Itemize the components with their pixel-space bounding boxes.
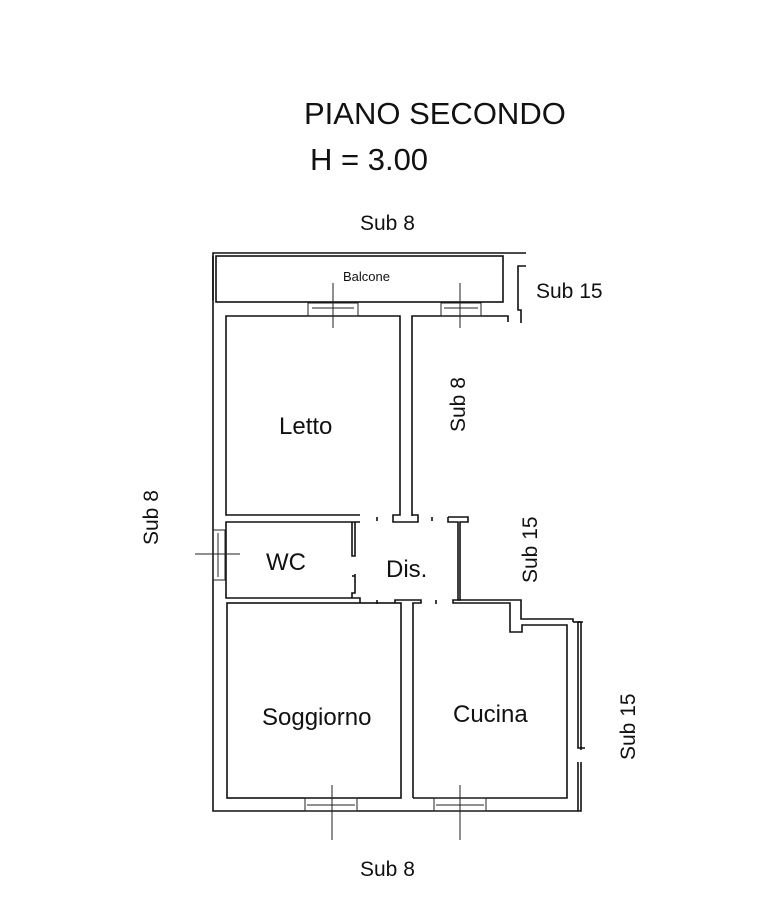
room-label-balcony: Balcone <box>343 269 390 284</box>
neighbor-label-top: Sub 8 <box>360 212 415 235</box>
windows <box>195 283 487 840</box>
balcony <box>215 255 504 303</box>
window <box>304 797 358 812</box>
height-label: H = 3.00 <box>310 142 428 177</box>
living-room <box>226 602 402 799</box>
room-label-living: Soggiorno <box>262 704 371 731</box>
neighbor-label-bottom: Sub 8 <box>360 858 415 881</box>
neighbor-label-inner-right: Sub 8 <box>447 377 470 432</box>
plan-title: PIANO SECONDO <box>304 96 566 131</box>
walls <box>212 252 585 812</box>
room-label-bedroom: Letto <box>279 413 332 440</box>
neighbor-label-middle-right: Sub 15 <box>519 516 542 583</box>
window <box>212 529 226 581</box>
neighbor-label-top-right: Sub 15 <box>536 280 603 303</box>
room-label-hallway: Dis. <box>386 556 427 583</box>
room-label-bathroom: WC <box>266 549 306 576</box>
room-label-kitchen: Cucina <box>453 701 528 728</box>
window <box>440 302 482 317</box>
neighbor-label-left: Sub 8 <box>140 490 163 545</box>
neighbor-label-bottom-right: Sub 15 <box>617 693 640 760</box>
